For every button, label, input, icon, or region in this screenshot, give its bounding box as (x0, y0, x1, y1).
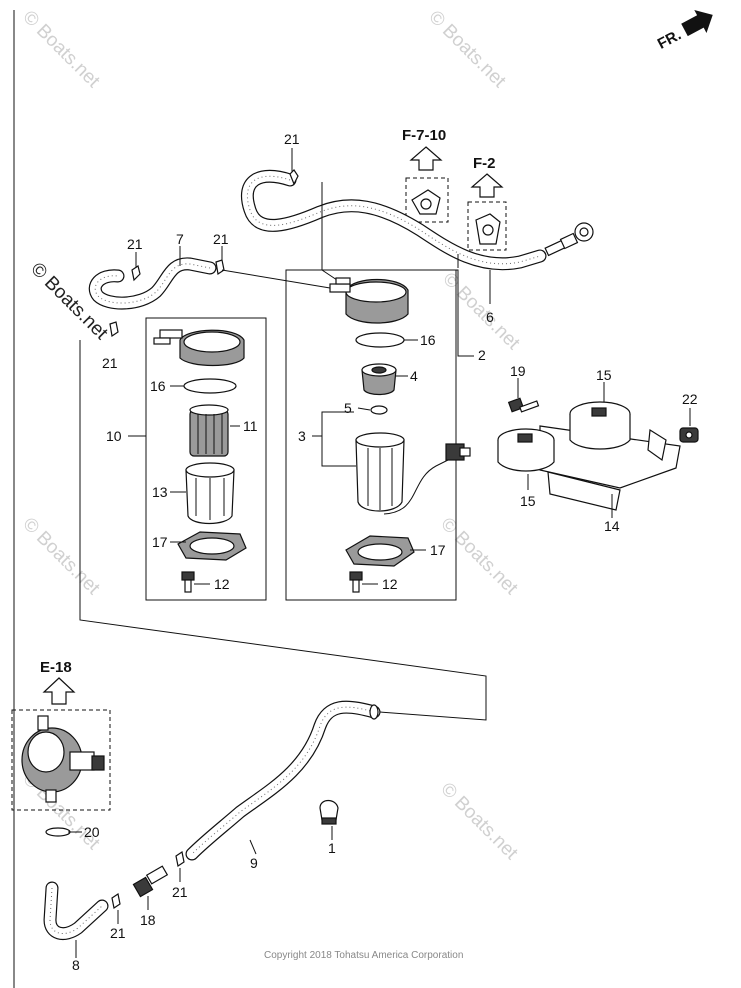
label-12-left[interactable]: 12 (214, 576, 230, 592)
label-16-left[interactable]: 16 (150, 378, 166, 394)
fuel-pump (21, 715, 105, 803)
label-14[interactable]: 14 (604, 518, 620, 534)
label-6[interactable]: 6 (486, 309, 494, 325)
up-arrow-icon (409, 146, 443, 171)
clip-21-lower-left (111, 893, 121, 909)
label-20[interactable]: 20 (84, 824, 100, 840)
watermark-4: © Boats.net (18, 514, 104, 600)
hose-8 (43, 881, 109, 941)
label-19[interactable]: 19 (510, 363, 526, 379)
ref-box-e18 (11, 709, 111, 811)
up-arrow-icon (470, 173, 504, 198)
filter-head-2 (329, 277, 409, 324)
hose-9 (185, 700, 381, 861)
hose-connector (544, 222, 594, 257)
hose-7 (88, 257, 217, 310)
label-12-right[interactable]: 12 (382, 576, 398, 592)
front-direction-indicator: FR. (655, 9, 713, 53)
label-21-lower-left[interactable]: 21 (110, 925, 126, 941)
label-15-upper[interactable]: 15 (596, 367, 612, 383)
bracket-17-left (177, 531, 247, 561)
watermark-3: © Boats.net (438, 269, 524, 355)
leader-10-to-9 (79, 340, 487, 721)
clip-21-lower-right (175, 851, 185, 867)
assembly-box-2 (285, 269, 457, 601)
label-9[interactable]: 9 (250, 855, 258, 871)
clamp-f7-10 (411, 189, 441, 215)
o-ring-5 (370, 405, 388, 415)
bolt-12-right (349, 571, 363, 593)
filter-element-11 (189, 404, 229, 457)
label-13[interactable]: 13 (152, 484, 168, 500)
filter-head-10 (153, 329, 245, 367)
clamp-15-upper (569, 401, 631, 450)
label-2[interactable]: 2 (478, 347, 486, 363)
watermark-7: © Boats.net (436, 779, 522, 865)
clip-21-box (109, 321, 119, 338)
clip-21-top (289, 169, 299, 186)
assembly-box-10 (145, 317, 267, 601)
front-label: FR. (655, 26, 684, 52)
label-5[interactable]: 5 (344, 400, 352, 416)
leader-lines (68, 148, 691, 958)
front-arrow-icon (681, 9, 713, 37)
label-7[interactable]: 7 (176, 231, 184, 247)
watermark-2: © Boats.net (424, 7, 510, 93)
ref-f7-10[interactable]: F-7-10 (402, 127, 446, 171)
clamp-1 (319, 799, 339, 825)
nut-22 (679, 427, 699, 443)
watermark-5: © Boats.net (436, 514, 522, 600)
bolt-19 (507, 397, 540, 413)
label-11[interactable]: 11 (243, 418, 258, 434)
part-labels: 21 7 21 21 21 6 2 16 4 5 3 16 10 11 13 1… (72, 131, 698, 973)
label-18[interactable]: 18 (140, 912, 156, 928)
ref-box-f2 (467, 201, 507, 251)
ref-f7-10-label: F-7-10 (402, 127, 446, 144)
label-21-left[interactable]: 21 (127, 236, 143, 252)
label-15-lower[interactable]: 15 (520, 493, 536, 509)
filter-cup-13 (185, 462, 235, 525)
leader-hose-to-filter (321, 182, 341, 283)
float-4 (361, 363, 397, 396)
label-17-right[interactable]: 17 (430, 542, 446, 558)
watermarks: © Boats.net © Boats.net © Boats.net © Bo… (18, 7, 524, 865)
connector-18 (132, 865, 169, 898)
label-10[interactable]: 10 (106, 428, 122, 444)
bracket-17-right (345, 535, 415, 567)
ref-f2-label: F-2 (473, 155, 496, 172)
ref-e18-label: E-18 (40, 659, 72, 676)
label-1[interactable]: 1 (328, 840, 336, 856)
label-8[interactable]: 8 (72, 957, 80, 973)
ref-e18[interactable]: E-18 (40, 659, 76, 705)
water-sensor-cup-3 (355, 432, 471, 515)
label-22[interactable]: 22 (682, 391, 698, 407)
label-3[interactable]: 3 (298, 428, 306, 444)
clip-20 (45, 827, 71, 837)
clamp-f2 (475, 213, 501, 245)
label-21-top[interactable]: 21 (284, 131, 300, 147)
label-17-left[interactable]: 17 (152, 534, 168, 550)
ref-box-f7-10 (405, 177, 449, 223)
hose-6 (240, 169, 547, 271)
clamp-15-lower (497, 428, 555, 472)
copyright-text: Copyright 2018 Tohatsu America Corporati… (264, 950, 463, 961)
clip-21-mid (215, 259, 225, 276)
ref-f2[interactable]: F-2 (470, 155, 504, 198)
label-21-lower-right[interactable]: 21 (172, 884, 188, 900)
o-ring-16-left (183, 378, 237, 394)
o-ring-16-right (355, 332, 405, 348)
clip-21-left (131, 265, 141, 282)
label-4[interactable]: 4 (410, 368, 418, 384)
label-21-box[interactable]: 21 (102, 355, 118, 371)
label-21-mid[interactable]: 21 (213, 231, 229, 247)
watermark-1: © Boats.net (18, 7, 104, 93)
leader-hose7-to-filter (221, 269, 331, 289)
label-16-right[interactable]: 16 (420, 332, 436, 348)
bolt-12-left (181, 571, 195, 593)
up-arrow-icon (42, 677, 76, 705)
